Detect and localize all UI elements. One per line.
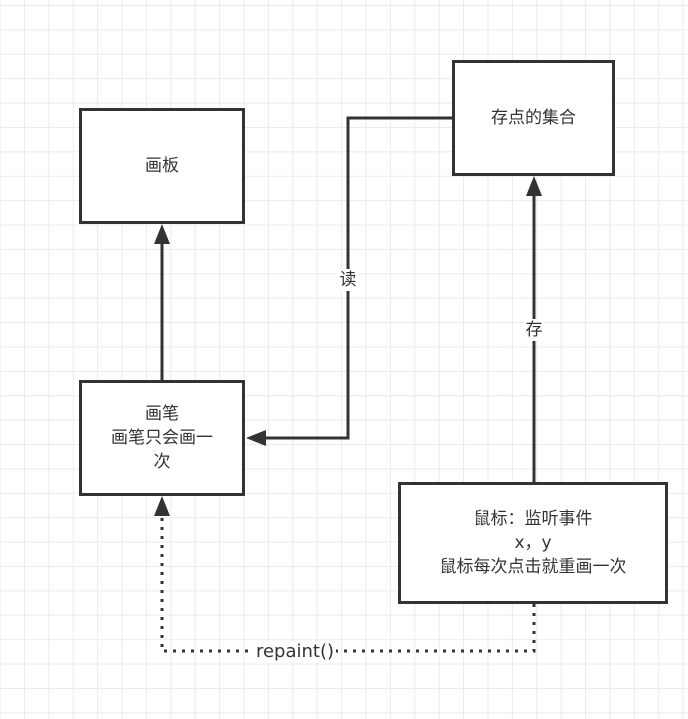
canvas-node-label: 画板 bbox=[145, 156, 179, 176]
mouse-node-line: 鼠标：监听事件 bbox=[473, 509, 593, 529]
pen-node-line: 画笔 bbox=[145, 404, 179, 424]
canvas-node[interactable]: 画板 bbox=[79, 108, 245, 224]
edge-pen-to-canvas bbox=[154, 224, 170, 381]
point-set-node[interactable]: 存点的集合 bbox=[452, 60, 615, 176]
edge-label-read: 读 bbox=[337, 269, 359, 291]
arrowhead-icon bbox=[154, 496, 170, 516]
mouse-node-line: x，y bbox=[514, 533, 552, 553]
mouse-node[interactable]: 鼠标：监听事件 x，y 鼠标每次点击就重画一次 bbox=[398, 482, 668, 604]
pen-node[interactable]: 画笔 画笔只会画一 次 bbox=[79, 380, 245, 496]
edge-label-store: 存 bbox=[523, 319, 545, 341]
arrowhead-icon bbox=[246, 430, 266, 446]
edge-label-repaint: repaint() bbox=[253, 641, 337, 663]
pen-node-line: 次 bbox=[153, 452, 171, 472]
edge-mouse-to-pen bbox=[154, 496, 536, 653]
pen-node-line: 画笔只会画一 bbox=[111, 428, 213, 448]
point-set-node-label: 存点的集合 bbox=[491, 108, 576, 128]
arrowhead-icon bbox=[526, 176, 542, 196]
arrowhead-icon bbox=[154, 224, 170, 244]
mouse-node-line: 鼠标每次点击就重画一次 bbox=[439, 557, 627, 577]
